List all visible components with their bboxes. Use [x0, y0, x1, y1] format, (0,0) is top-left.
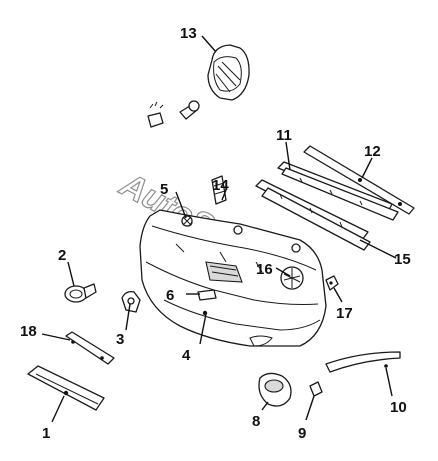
- callout-6: 6: [166, 287, 174, 304]
- part-10-trim-strip[interactable]: [325, 351, 401, 373]
- callout-11: 11: [276, 127, 292, 144]
- part-4-bumper-cover[interactable]: [139, 209, 327, 347]
- callout-labels: 13 11 12 14 5 15 16 17 6 2 3 4 18 1 8 9 …: [20, 25, 411, 442]
- callout-10: 10: [390, 399, 407, 416]
- part-12-absorber-strip[interactable]: [303, 145, 415, 215]
- part-15-impact-beam[interactable]: [255, 179, 371, 251]
- callout-9: 9: [298, 425, 306, 442]
- callout-8: 8: [252, 413, 260, 430]
- part-8-fog-cover[interactable]: [258, 372, 292, 407]
- part-18-plate-bracket[interactable]: [65, 331, 115, 365]
- callout-15: 15: [394, 251, 411, 268]
- callout-14: 14: [212, 177, 229, 194]
- part-6-bracket[interactable]: [197, 289, 217, 301]
- callout-18: 18: [20, 323, 37, 340]
- callout-3: 3: [116, 331, 124, 348]
- callout-16: 16: [256, 261, 273, 278]
- part-1-license-plate[interactable]: [27, 365, 105, 411]
- callout-5: 5: [160, 181, 168, 198]
- part-bulb-socket[interactable]: [147, 100, 200, 128]
- part-17-clip[interactable]: [325, 275, 339, 291]
- part-5-clip[interactable]: [181, 215, 193, 227]
- callout-13: 13: [180, 25, 197, 42]
- callout-12: 12: [364, 143, 381, 160]
- callout-2: 2: [58, 247, 66, 264]
- part-9-clip[interactable]: [309, 381, 323, 397]
- callout-17: 17: [336, 305, 353, 322]
- callout-1: 1: [42, 425, 50, 442]
- leader-lines: [41, 35, 397, 423]
- part-13-fog-lamp[interactable]: [207, 44, 250, 101]
- part-16-grille[interactable]: [280, 266, 304, 290]
- part-11-upper-beam[interactable]: [277, 161, 399, 221]
- part-3-hook[interactable]: [121, 290, 141, 313]
- callout-4: 4: [182, 347, 191, 364]
- part-2-plug[interactable]: [64, 283, 97, 303]
